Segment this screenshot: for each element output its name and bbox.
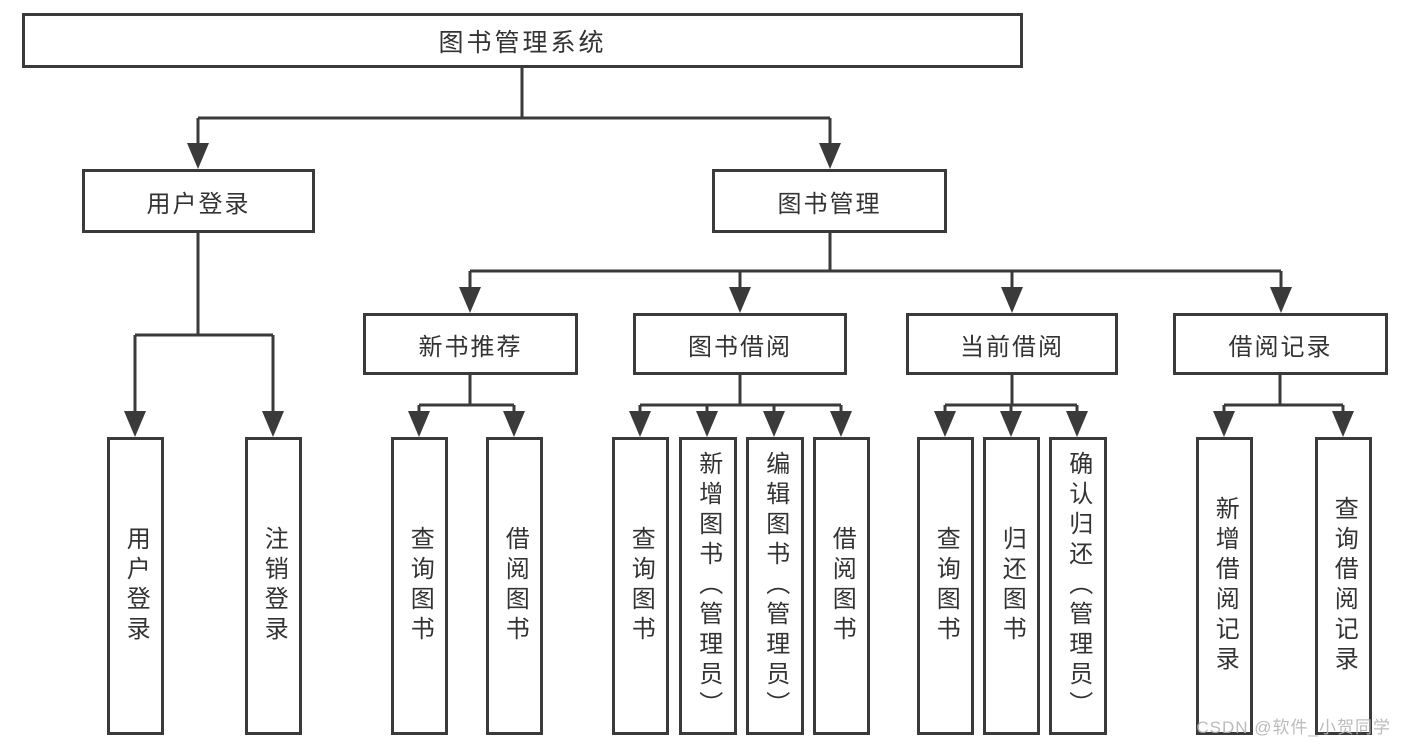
leaf-borrow-book: 借阅图书 — [813, 437, 870, 735]
node-borrowing-records: 借阅记录 — [1173, 313, 1388, 375]
leaf-query-book-borrowing: 查询图书 — [612, 437, 669, 735]
node-library-management-system: 图书管理系统 — [22, 13, 1023, 68]
csdn-watermark: CSDN @软件_小贺同学 — [1196, 718, 1391, 737]
node-book-borrowing: 图书借阅 — [633, 313, 847, 375]
leaf-edit-book-admin: 编辑图书（管理员） — [746, 437, 804, 735]
leaf-query-book-current: 查询图书 — [917, 437, 974, 735]
leaf-return-book: 归还图书 — [983, 437, 1040, 735]
leaf-query-borrow-record: 查询借阅记录 — [1315, 437, 1372, 735]
node-book-management: 图书管理 — [712, 169, 947, 233]
leaf-add-borrow-record: 新增借阅记录 — [1196, 437, 1253, 735]
node-current-borrowing: 当前借阅 — [906, 313, 1118, 375]
node-user-login: 用户登录 — [82, 169, 315, 233]
leaf-query-book-recommend: 查询图书 — [391, 437, 448, 735]
leaf-borrow-book-recommend: 借阅图书 — [486, 437, 543, 735]
leaf-logout: 注销登录 — [245, 437, 302, 735]
leaf-confirm-return-admin: 确认归还（管理员） — [1049, 437, 1107, 735]
leaf-user-login: 用户登录 — [107, 437, 164, 735]
leaf-add-book-admin: 新增图书（管理员） — [679, 437, 737, 735]
node-new-book-recommend: 新书推荐 — [363, 313, 578, 375]
